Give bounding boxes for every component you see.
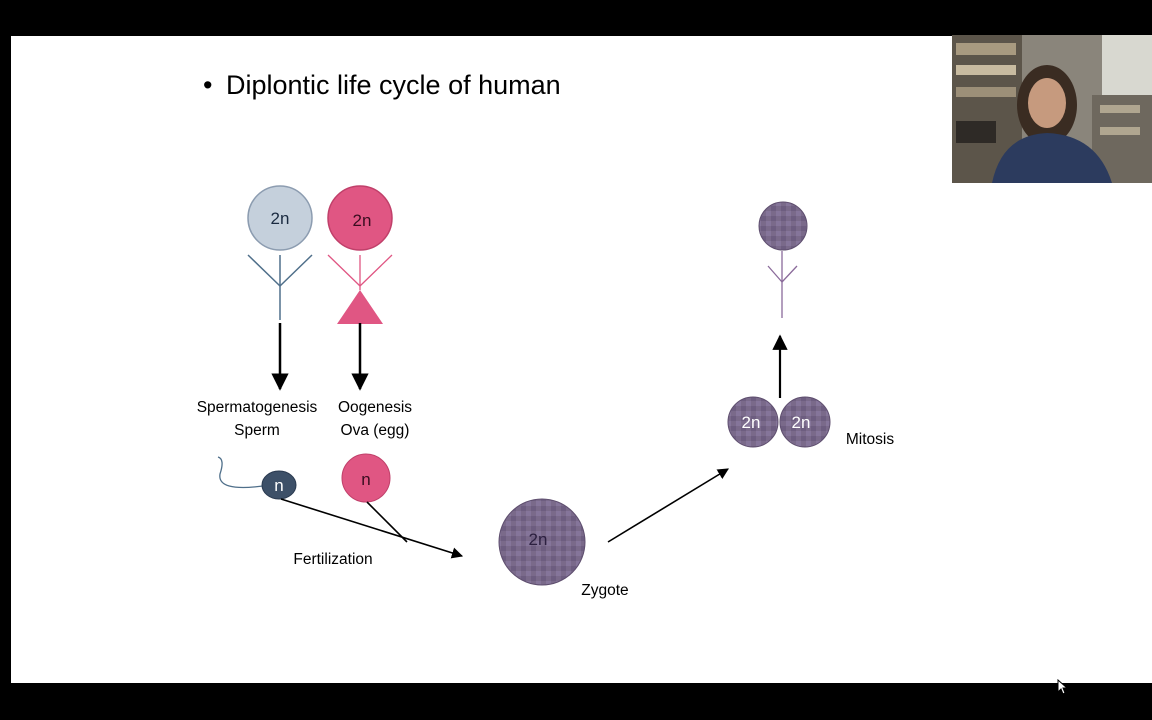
slide-title: Diplontic life cycle of human	[226, 70, 561, 100]
male-parent-ploidy: 2n	[271, 209, 290, 228]
zygote-cell	[498, 498, 586, 586]
male-parent-figure: 2n	[247, 185, 313, 320]
mitosis-cell-2	[779, 396, 831, 448]
presenter-webcam-feed	[952, 35, 1152, 183]
sperm-ploidy: n	[274, 476, 283, 495]
female-parent-head	[327, 185, 393, 251]
sperm-tail	[217, 456, 264, 489]
female-left-arm	[327, 254, 361, 287]
zygote-label: Zygote	[581, 582, 628, 599]
female-parent-figure: 2n	[327, 185, 393, 324]
fertilization-arrow	[280, 498, 464, 559]
female-right-arm	[359, 254, 393, 287]
male-left-arm	[247, 254, 281, 287]
egg-cell	[341, 453, 391, 503]
zygote-to-mitosis-arrow	[607, 468, 729, 543]
offspring-left-arm	[767, 265, 783, 283]
egg-to-fertilization-line	[366, 501, 408, 543]
oogenesis-label: Oogenesis	[338, 399, 412, 416]
male-parent-head	[247, 185, 313, 251]
ova-label: Ova (egg)	[341, 422, 410, 439]
fertilization-label: Fertilization	[293, 551, 372, 568]
mitosis-cell-1	[727, 396, 779, 448]
female-triangle-skirt	[337, 290, 383, 324]
life-cycle-diagram: • Diplontic life cycle of human 2n 2n Sp…	[197, 70, 895, 599]
mitosis-label: Mitosis	[846, 431, 894, 448]
mouse-cursor-icon	[1057, 679, 1069, 695]
spermatogenesis-label: Spermatogenesis	[197, 399, 318, 416]
male-right-arm	[279, 254, 313, 287]
egg-ploidy: n	[361, 470, 370, 489]
offspring-head	[758, 201, 808, 251]
offspring-right-arm	[781, 265, 798, 283]
presenter-webcam	[952, 35, 1152, 183]
zygote-ploidy: 2n	[529, 530, 548, 549]
offspring-figure	[758, 201, 808, 318]
mitosis-cell-2-ploidy: 2n	[792, 413, 811, 432]
female-parent-ploidy: 2n	[353, 211, 372, 230]
sperm-cell	[261, 470, 297, 500]
mitosis-cell-1-ploidy: 2n	[742, 413, 761, 432]
sperm-label: Sperm	[234, 422, 280, 439]
title-bullet: •	[203, 70, 212, 100]
